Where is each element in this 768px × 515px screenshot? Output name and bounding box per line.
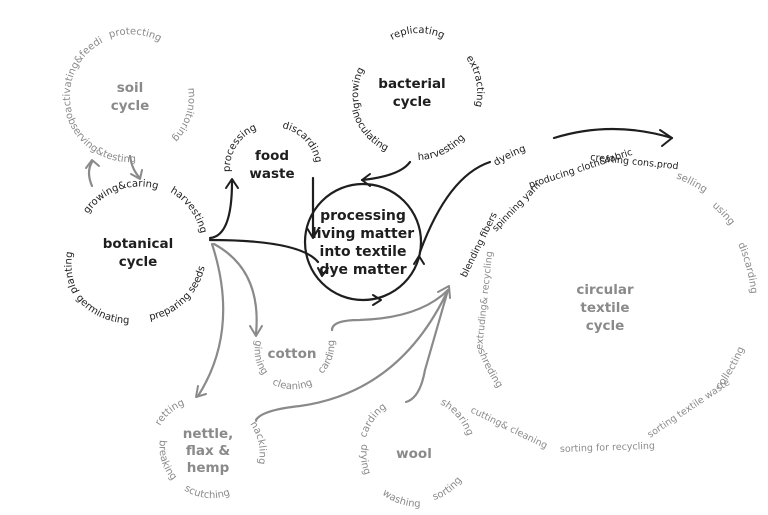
- textile-step-line: producing cloth&fabric: [528, 147, 634, 191]
- arrow-dyeing: [418, 160, 492, 254]
- textile-step-creating: creating cons.prod: [590, 152, 679, 172]
- bacterial-cycle-title: bacterial: [378, 76, 445, 92]
- textile-step-line: extruding& recycling: [474, 251, 495, 351]
- arrow-head: [437, 285, 451, 299]
- processing-center: processing living matter into textile dy…: [312, 208, 414, 278]
- textile-step-line: sorting for recycling: [560, 441, 655, 455]
- arrow-head: [195, 385, 207, 398]
- arrow-head: [130, 169, 143, 180]
- textile-step-extruding: extruding& recycling: [474, 251, 495, 351]
- arrow-wool-to-blending: [404, 288, 450, 404]
- wool-step: sorting: [431, 475, 464, 503]
- circular-textile-title-3: cycle: [586, 318, 625, 334]
- wool-cycle: wool carding shearing sorting washing dr…: [358, 397, 475, 510]
- nettle-step: hackling: [248, 420, 268, 466]
- dyeing-label: dyeing: [492, 143, 528, 168]
- nettle-step: retting: [153, 397, 186, 427]
- arrow-nettle-to-blending: [254, 288, 450, 422]
- bacterial-step: replicating: [388, 25, 446, 43]
- cotton-step: carding: [316, 340, 337, 376]
- wool-step: drying: [358, 444, 373, 477]
- textile-step: shreding: [475, 347, 504, 390]
- bacterial-step: harvesting: [417, 132, 467, 163]
- nettle-title-1: nettle,: [183, 426, 234, 442]
- textile-step-line: blending fibers: [459, 211, 500, 280]
- soil-cycle-title-2: cycle: [111, 98, 150, 114]
- cotton-step: cleaning: [271, 377, 314, 393]
- bacterial-step: extracting: [464, 54, 486, 109]
- textile-step-cutting-cleaning: cutting& cleaning: [469, 405, 549, 452]
- arrow-botanical-to-food-waste: [208, 180, 234, 240]
- botanical-step: germinating: [74, 293, 130, 327]
- soil-cycle-title: soil: [117, 80, 144, 96]
- textile-step-sorting-waste: sorting textile waste: [646, 377, 733, 441]
- botanical-step: growing&caring: [81, 178, 159, 215]
- botanical-cycle: botanical cycle planting growing&caring …: [63, 178, 208, 326]
- nettle-title-3: hemp: [187, 460, 230, 476]
- arrow-bacterial-to-processing: [360, 160, 412, 182]
- botanical-cycle-title-2: cycle: [119, 254, 158, 270]
- processing-circle: [303, 182, 423, 302]
- processing-title-2: living matter: [312, 226, 414, 242]
- nettle-step: breaking: [156, 440, 178, 483]
- arrow-botanical-to-cotton: [212, 242, 258, 336]
- bacterial-cycle-title-2: cycle: [393, 94, 432, 110]
- textile-step-sorting-recycling: sorting for recycling: [560, 441, 655, 455]
- botanical-cycle-title: botanical: [103, 236, 173, 252]
- textile-step-line: creating cons.prod: [590, 152, 679, 172]
- nettle-title-2: flax &: [186, 443, 231, 459]
- textile-step-blending-fibers: blending fibers: [459, 211, 500, 280]
- arrow-head: [372, 294, 382, 306]
- arrow-botanical-to-nettle: [196, 242, 225, 398]
- processing-title-1: processing: [320, 208, 406, 224]
- arrow-head: [249, 325, 263, 337]
- textile-step-line: sorting textile waste: [646, 377, 733, 441]
- botanical-step: planting: [63, 251, 80, 295]
- textile-step: discarding: [735, 241, 759, 294]
- botanical-step: preparing seeds: [148, 265, 207, 323]
- wool-step: washing: [380, 488, 420, 510]
- textile-step: using: [710, 200, 737, 227]
- bacterial-step: inoculating: [349, 108, 390, 154]
- arrow-head: [659, 129, 673, 147]
- arrow-dyeing-top: [552, 127, 674, 140]
- arrow-botanical-to-soil: [87, 160, 94, 188]
- soil-step: protecting: [108, 26, 164, 44]
- circular-textile-cycle: circular textile cycle dyeing blending f…: [459, 143, 759, 455]
- cotton-title: cotton: [267, 346, 316, 362]
- bacterial-step: growing: [350, 66, 367, 110]
- circular-textile-title-2: textile: [580, 300, 629, 316]
- textile-step: selling: [675, 171, 709, 196]
- arrow-cotton-to-blending: [330, 288, 450, 332]
- bacterial-cycle: bacterial cycle growing replicating extr…: [349, 25, 485, 163]
- textile-step-line: cutting& cleaning: [469, 405, 549, 452]
- soil-step: observing&testing: [63, 111, 136, 165]
- soil-step: monitoring: [170, 87, 197, 143]
- food-waste-title: food: [255, 148, 289, 164]
- cotton-cycle: cotton ginning cleaning carding: [252, 339, 338, 392]
- arrow-head: [225, 178, 239, 189]
- nettle-flax-hemp-cycle: nettle, flax & hemp retting breaking scu…: [153, 397, 268, 501]
- food-waste-title-2: waste: [249, 166, 294, 182]
- processing-title-3: into textile: [320, 244, 407, 260]
- arrow-head: [413, 255, 425, 265]
- connectors: [85, 127, 674, 422]
- soil-step: activating&feeding: [0, 0, 105, 114]
- processing-title-4: dye matter: [319, 262, 406, 278]
- food-waste: food waste processing discarding: [222, 120, 324, 182]
- food-waste-step: processing: [222, 122, 258, 172]
- wool-step: carding: [358, 401, 388, 439]
- arrow-head: [317, 267, 329, 277]
- nettle-step: scutching: [182, 483, 231, 501]
- wool-title: wool: [396, 446, 432, 462]
- botanical-step: harvesting: [168, 185, 208, 234]
- arrow-soil-to-botanical: [128, 154, 142, 180]
- arrow-botanical-to-processing: [208, 238, 320, 264]
- textile-step-producing: producing cloth&fabric: [528, 147, 634, 191]
- arrow-head: [306, 227, 320, 239]
- arrow-head: [85, 159, 100, 169]
- wool-step: shearing: [439, 397, 476, 437]
- circular-textile-title-1: circular: [576, 282, 634, 298]
- soil-cycle: soil cycle activating&feeding protecting…: [0, 0, 197, 165]
